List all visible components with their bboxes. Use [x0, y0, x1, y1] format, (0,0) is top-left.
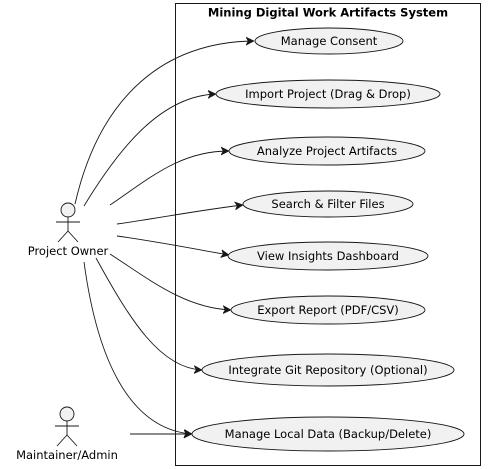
use-case-import-ellipse [215, 79, 441, 109]
use-case-analyze-label: Analyze Project Artifacts [257, 144, 397, 158]
system-title: Mining Digital Work Artifacts System [208, 6, 448, 20]
actor-project-owner[interactable]: Project Owner [28, 202, 109, 258]
association-owner-to-insights [116, 235, 229, 255]
use-case-insights-label: View Insights Dashboard [257, 249, 399, 263]
use-case-git-label: Integrate Git Repository (Optional) [228, 363, 427, 377]
use-case-insights[interactable]: View Insights Dashboard [227, 241, 429, 271]
system-boundary-rect [175, 3, 481, 466]
association-owner-to-export [109, 253, 231, 310]
actor-maintainer-admin-label: Maintainer/Admin [16, 448, 118, 462]
stick-figure-icon [56, 202, 80, 243]
association-owner-to-search [116, 205, 243, 225]
use-case-import-label: Import Project (Drag & Drop) [245, 87, 411, 101]
use-case-export-ellipse [230, 295, 426, 325]
use-case-import[interactable]: Import Project (Drag & Drop) [215, 79, 441, 109]
use-case-consent-ellipse [254, 27, 404, 55]
association-owner-to-git [95, 257, 202, 370]
use-case-search-label: Search & Filter Files [271, 197, 384, 211]
use-case-insights-ellipse [227, 241, 429, 271]
association-owner-to-consent [74, 41, 254, 205]
actor-maintainer-admin[interactable]: Maintainer/Admin [16, 406, 118, 462]
use-case-analyze-ellipse [228, 136, 426, 166]
use-case-localdata-label: Manage Local Data (Backup/Delete) [225, 427, 432, 441]
association-owner-to-analyze [109, 151, 229, 206]
use-case-export[interactable]: Export Report (PDF/CSV) [230, 295, 426, 325]
association-lines [74, 41, 254, 434]
use-case-search-ellipse [242, 190, 414, 218]
use-case-consent-label: Manage Consent [281, 34, 378, 48]
system-boundary: Mining Digital Work Artifacts System [175, 3, 481, 466]
use-case-consent[interactable]: Manage Consent [254, 27, 404, 55]
use-case-analyze[interactable]: Analyze Project Artifacts [228, 136, 426, 166]
actor-project-owner-label: Project Owner [28, 244, 109, 258]
association-owner-to-import [83, 94, 216, 207]
association-owner-to-localdata [83, 261, 192, 434]
use-case-search[interactable]: Search & Filter Files [242, 190, 414, 218]
use-case-localdata-ellipse [191, 416, 465, 452]
stick-figure-icon [55, 406, 79, 447]
use-case-git-ellipse [201, 353, 455, 387]
use-case-localdata[interactable]: Manage Local Data (Backup/Delete) [191, 416, 465, 452]
use-case-export-label: Export Report (PDF/CSV) [257, 303, 399, 317]
use-case-git[interactable]: Integrate Git Repository (Optional) [201, 353, 455, 387]
